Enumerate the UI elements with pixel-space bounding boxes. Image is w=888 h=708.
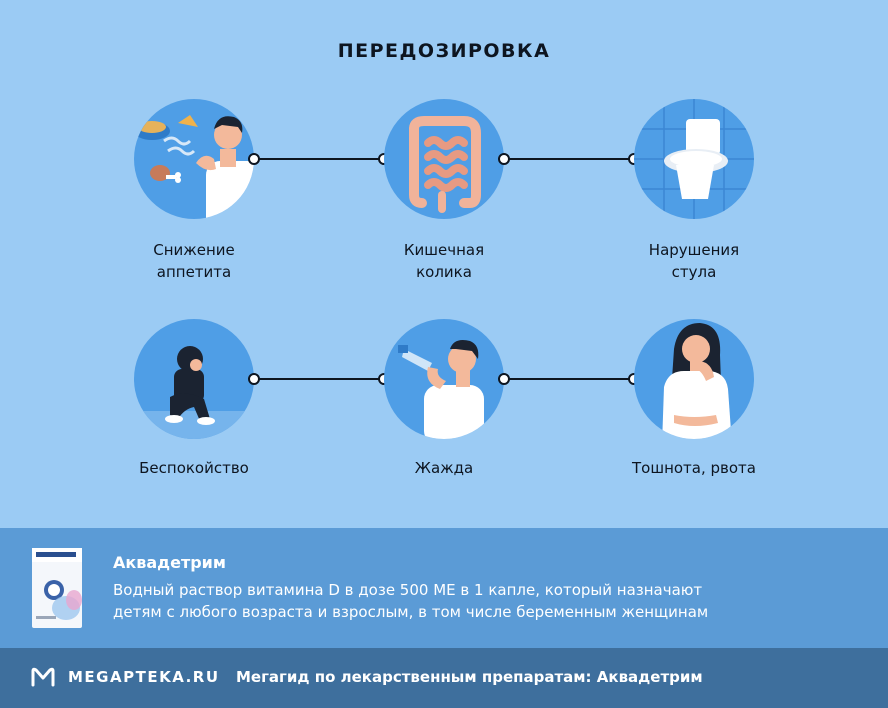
toilet-icon	[634, 99, 754, 219]
product-section: Аквадетрим Водный раствор витамина D в д…	[0, 528, 888, 648]
logo-text[interactable]: MEGAPTEKA.RU	[68, 668, 220, 686]
loss-of-appetite-icon	[134, 99, 254, 219]
connector-line	[254, 378, 384, 380]
anxious-person-icon	[134, 319, 254, 439]
page-title: ПЕРЕДОЗИРОВКА	[337, 40, 551, 62]
nauseous-woman-icon	[634, 319, 754, 439]
symptom-label: Жажда	[414, 459, 474, 477]
connector-line	[254, 158, 384, 160]
connector-dot	[248, 373, 260, 385]
connector-line	[504, 158, 634, 160]
product-box-image	[30, 546, 84, 630]
connector-line	[504, 378, 634, 380]
product-description: Водный раствор витамина D в дозе 500 МЕ …	[113, 581, 709, 621]
megapteka-logo-icon	[31, 667, 55, 687]
symptom-label: Тошнота, рвота	[632, 459, 756, 477]
connector-dot	[248, 153, 260, 165]
connector-dot	[498, 373, 510, 385]
footer: MEGAPTEKA.RU Мегагид по лекарственным пр…	[0, 648, 888, 708]
connector-dot	[498, 153, 510, 165]
drinking-person-icon	[384, 319, 504, 439]
product-name: Аквадетрим	[113, 553, 226, 572]
intestine-icon	[384, 99, 504, 219]
symptom-label: Беспокойство	[139, 459, 249, 477]
overdose-infographic: ПЕРЕДОЗИРОВКА	[134, 40, 756, 477]
footer-caption: Мегагид по лекарственным препаратам: Акв…	[236, 668, 703, 686]
